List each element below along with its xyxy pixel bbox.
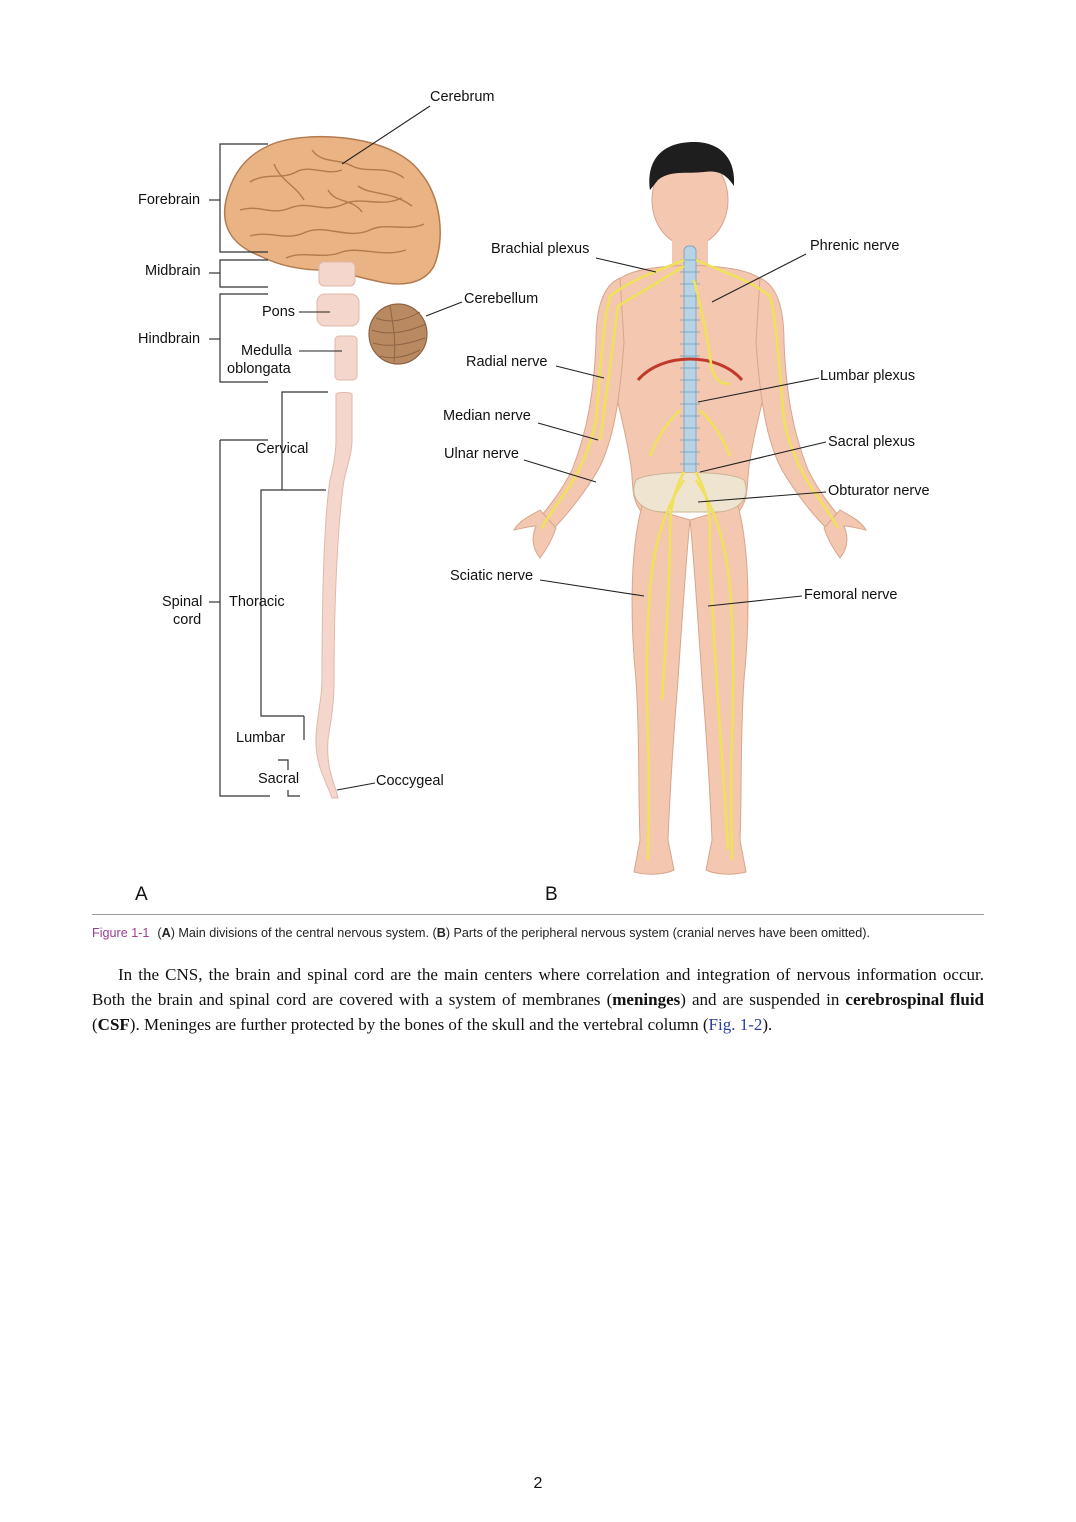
label-ulnar-nerve: Ulnar nerve [444,446,519,462]
label-thoracic: Thoracic [229,594,285,610]
page-number: 2 [533,1475,543,1492]
label-sciatic-nerve: Sciatic nerve [450,568,534,584]
panel-a-leaders [299,105,463,791]
midbrain-illustration [318,261,356,287]
label-forebrain: Forebrain [138,192,201,208]
label-pons: Pons [262,304,296,320]
body-paragraph: In the CNS, the brain and spinal cord ar… [92,962,984,1037]
panel-b-leaders [523,253,827,607]
body-text-3: ( [92,1015,98,1034]
body-text-4: ). Meninges are further protected by the… [129,1015,709,1034]
panel-letter-a: A [135,884,148,905]
figure-reference-link[interactable]: Fig. 1-2 [708,1015,763,1034]
body-text-2: ) and are suspended in [680,990,846,1009]
human-figure-illustration [512,142,868,875]
label-sacral-plexus: Sacral plexus [828,434,916,450]
label-cerebrum: Cerebrum [430,89,495,105]
label-midbrain: Midbrain [145,263,201,279]
caption-text-open: ( [157,926,162,940]
label-lumbar: Lumbar [236,730,286,746]
label-femoral-nerve: Femoral nerve [804,587,898,603]
label-cervical: Cervical [256,441,309,457]
term-csf: cerebrospinal fluid [845,990,984,1009]
label-radial-nerve: Radial nerve [466,354,548,370]
term-meninges: meninges [612,990,681,1009]
label-median-nerve: Median nerve [443,408,531,424]
label-medulla-line2: oblongata [227,361,291,377]
hair-illustration [649,142,735,190]
panel-letter-b: B [545,884,558,905]
caption-text-b: ) Parts of the peripheral nervous system… [445,926,871,940]
label-phrenic-nerve: Phrenic nerve [810,238,900,254]
caption-divider [92,914,984,915]
figure-number: Figure 1-1 [92,926,150,940]
label-spinal-line1: Spinal [162,594,203,610]
label-medulla-line1: Medulla [241,343,292,359]
label-hindbrain: Hindbrain [138,331,201,347]
caption-panel-b: B [436,926,446,940]
medulla-illustration [334,335,358,381]
body-text-1: In the CNS, the brain and spinal cord ar… [92,965,984,1009]
pons-illustration [316,293,360,327]
spinal-cord-illustration [315,392,353,799]
label-lumbar-plexus: Lumbar plexus [820,368,916,384]
label-brachial-plexus: Brachial plexus [491,241,590,257]
label-sacral: Sacral [258,771,300,787]
figure-1-1: Cerebrum Forebrain Midbrain Pons Hindbra… [90,80,990,910]
figure-illustration [209,105,868,875]
label-cerebellum: Cerebellum [464,291,539,307]
label-obturator-nerve: Obturator nerve [828,483,930,499]
cerebrum-illustration [223,135,441,285]
label-coccygeal: Coccygeal [376,773,444,789]
term-csf-abbrev: CSF [97,1015,130,1034]
figure-caption: Figure 1-1 (A) Main divisions of the cent… [92,926,992,940]
cerebellum-illustration [368,303,428,365]
caption-text-a: ) Main divisions of the central nervous … [170,926,437,940]
diaphragm-illustration [636,357,744,381]
label-spinal-line2: cord [173,612,202,628]
caption-panel-a: A [161,926,171,940]
body-text-5: ). [762,1015,773,1034]
panel-a-brackets [209,143,328,797]
